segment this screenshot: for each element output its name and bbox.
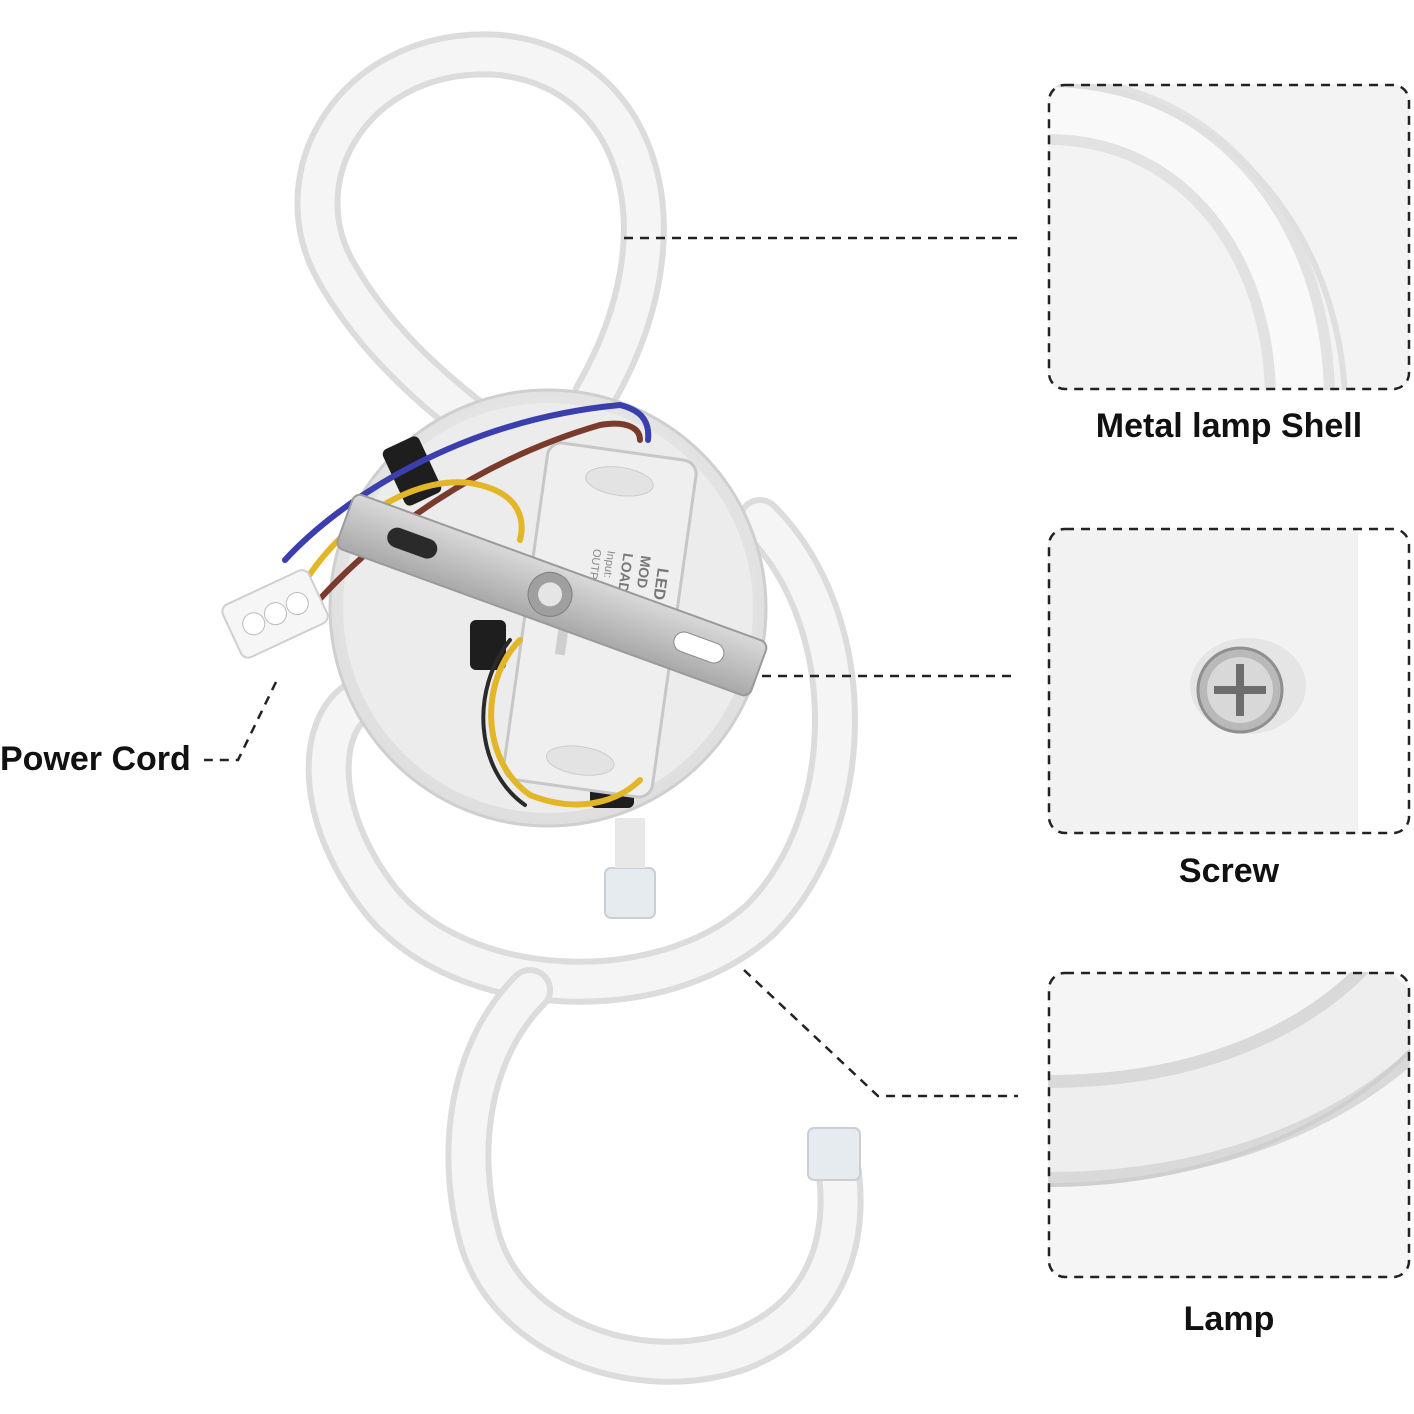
mounting-bracket bbox=[336, 493, 768, 697]
label-lamp: Lamp bbox=[1183, 1300, 1275, 1338]
led-driver: LED MOD LOAD Input: OUTP bbox=[502, 441, 698, 799]
lamp-end-cap-inner bbox=[604, 867, 656, 919]
driver-text-led: LED bbox=[649, 567, 670, 601]
detail-panel-lamp bbox=[1047, 971, 1411, 1279]
wires bbox=[282, 401, 652, 808]
leader-lamp bbox=[743, 969, 1018, 1098]
wire-brown bbox=[307, 420, 643, 613]
phillips-screw-icon bbox=[1190, 638, 1306, 734]
detail-panel-metal-shell bbox=[1047, 83, 1411, 391]
driver-text-output: OUTP bbox=[587, 548, 603, 580]
driver-text-mod: MOD bbox=[634, 555, 654, 590]
label-screw: Screw bbox=[1178, 852, 1280, 890]
treble-clef-lamp bbox=[294, 31, 864, 1385]
driver-text-input: Input: bbox=[601, 550, 617, 579]
label-metal-lamp-shell: Metal lamp Shell bbox=[1095, 407, 1363, 445]
driver-text-load: LOAD bbox=[615, 552, 636, 594]
lamp-end-cap-tail bbox=[807, 1127, 861, 1181]
wire-blue bbox=[282, 401, 652, 563]
leader-lines bbox=[204, 236, 1018, 1098]
detail-panel-screw bbox=[1047, 527, 1411, 835]
label-power-cord: Power Cord bbox=[0, 740, 191, 778]
leader-power-cord bbox=[204, 681, 278, 762]
terminal-block bbox=[221, 569, 329, 659]
